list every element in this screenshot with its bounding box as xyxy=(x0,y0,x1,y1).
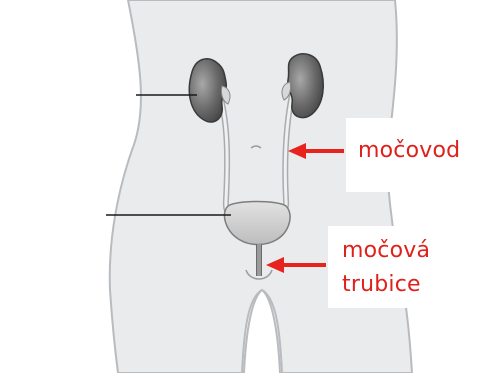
ureter-label: močovod xyxy=(358,138,460,164)
urethra-label-line2: trubice xyxy=(342,272,421,298)
urethra-label-line1: močová xyxy=(342,238,430,264)
urethra-label-box: močová trubice xyxy=(328,226,481,308)
urethra-fill xyxy=(257,244,261,276)
ureter-label-box: močovod xyxy=(346,118,481,192)
